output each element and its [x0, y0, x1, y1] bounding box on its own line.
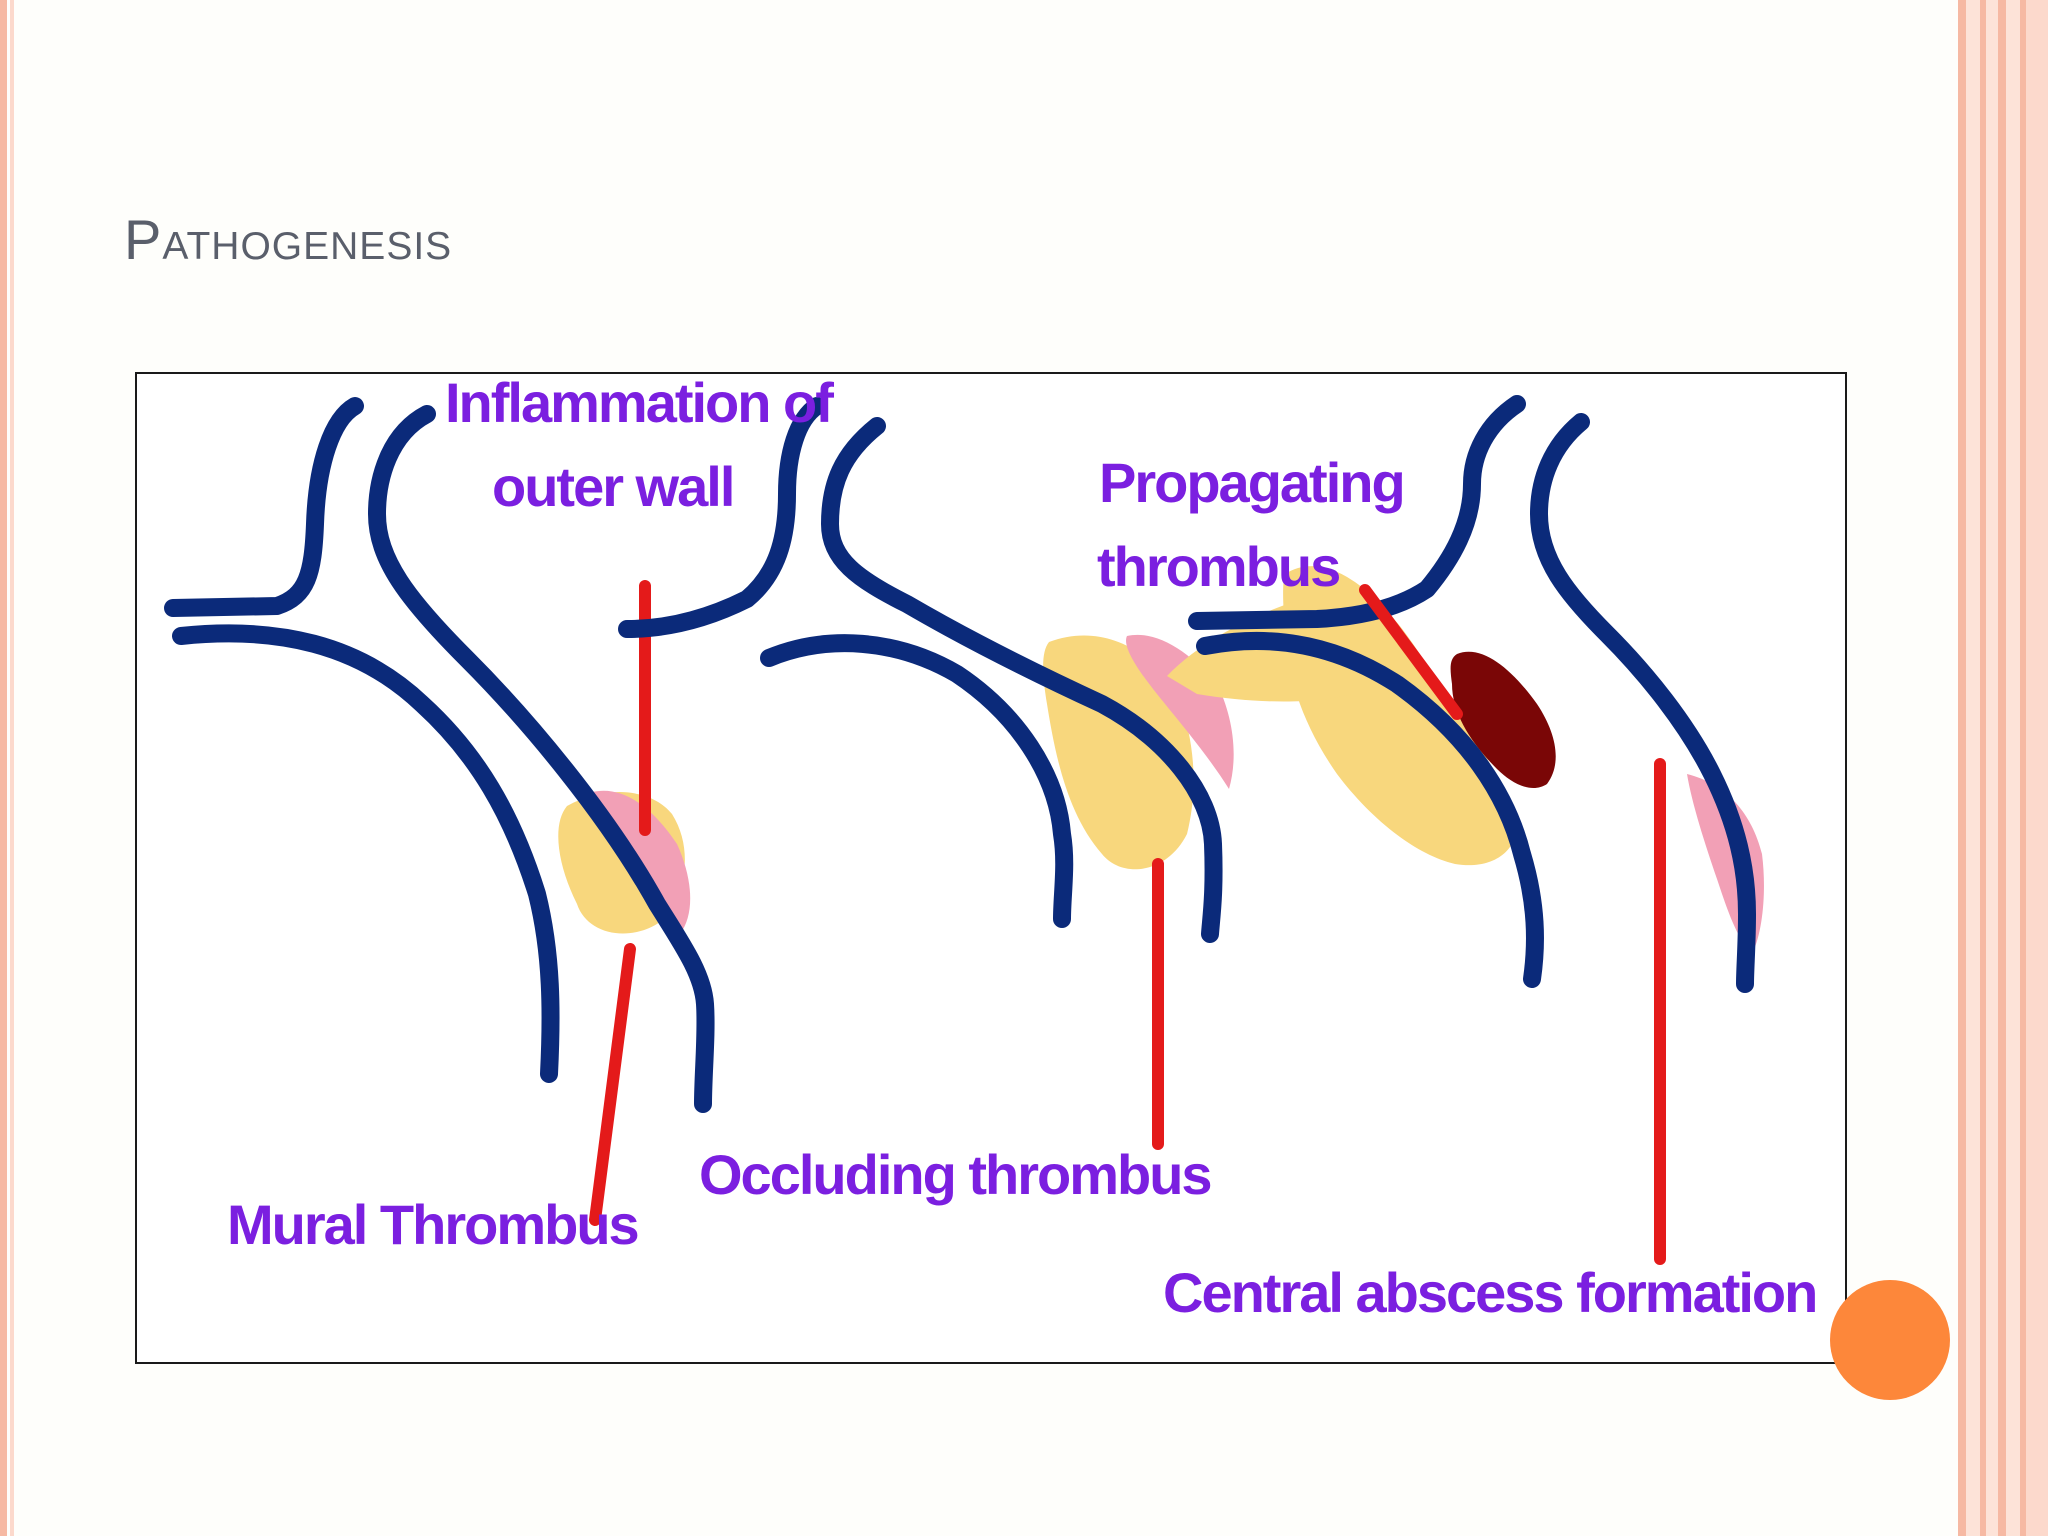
panel3-pointer-propagating — [1359, 584, 1463, 720]
right-border-stripe-5 — [1998, 0, 2006, 1536]
panel1-vessel-wall-left-upper — [164, 397, 364, 617]
panel1-pointer-mural — [589, 943, 636, 1226]
panel1-vessel-wall-left-lower — [172, 624, 560, 1083]
accent-dot — [1830, 1280, 1950, 1400]
panel3-vessel-wall-left-upper — [1188, 395, 1526, 630]
panel3-vessel-wall-right — [1530, 413, 1756, 993]
panel3-abscess — [1450, 651, 1556, 789]
right-border-stripe-8 — [2026, 0, 2048, 1536]
left-border-stripe-outer — [0, 0, 7, 1536]
label-inflammation-line1: Inflammation of — [445, 374, 834, 434]
right-border-stripe-1 — [1958, 0, 1966, 1536]
diagram-canvas: Inflammation of outer wall Mural Thrombu… — [164, 374, 1818, 1324]
label-occluding-thrombus: Occluding thrombus — [699, 1143, 1211, 1206]
slide-title: Pathogenesis — [124, 208, 453, 271]
panel2-vessel-wall-left-lower — [760, 634, 1074, 928]
right-border-stripe-7 — [2020, 0, 2026, 1536]
right-border-stripe-3 — [1980, 0, 1986, 1536]
right-border-stripe-6 — [2006, 0, 2020, 1536]
label-central-abscess: Central abscess formation — [1163, 1261, 1816, 1324]
panel3-vessel-wall-left-lower — [1196, 631, 1544, 988]
label-propagating-line2: thrombus — [1097, 535, 1339, 598]
panel2-vessel-wall-left-upper — [618, 397, 826, 638]
label-mural-thrombus: Mural Thrombus — [227, 1193, 638, 1256]
panel1-vessel-wall-right — [368, 405, 715, 1113]
label-inflammation-line2: outer wall — [492, 455, 733, 518]
label-propagating-line1: Propagating — [1099, 451, 1404, 514]
panel2-vessel-wall-right — [821, 417, 1223, 943]
right-border-stripe-2 — [1966, 0, 1980, 1536]
right-border-stripe-4 — [1986, 0, 1998, 1536]
pathogenesis-diagram: Inflammation of outer wall Mural Thrombu… — [135, 372, 1847, 1364]
left-border-stripe-inner — [10, 0, 14, 1536]
